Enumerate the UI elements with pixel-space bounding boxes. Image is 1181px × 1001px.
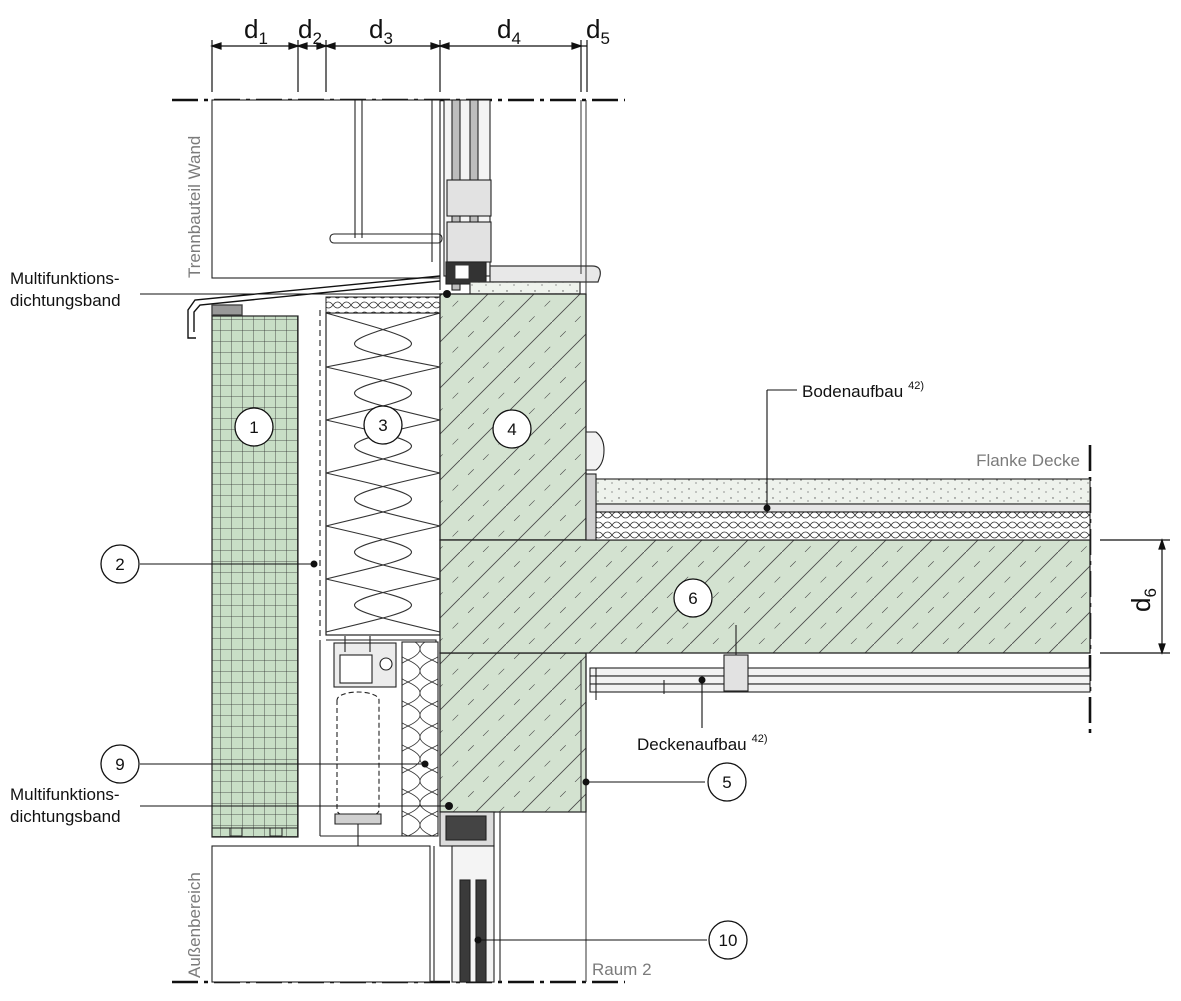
lintel-concrete — [439, 652, 587, 813]
svg-text:3: 3 — [378, 416, 387, 435]
marker-3: 3 — [363, 405, 403, 445]
dim-d6: d6 — [1126, 588, 1160, 612]
floor-buildup — [585, 431, 1091, 541]
tape-label-bottom-2: dichtungsband — [10, 807, 121, 826]
interior-sill — [469, 265, 601, 295]
ceiling-buildup — [589, 625, 1091, 700]
dimension-labels-top: d1 d2 d3 d4 d5 — [244, 14, 610, 48]
lower-window-frame — [439, 811, 501, 983]
dim-d3: d3 — [369, 14, 393, 48]
interior-wall-lines — [496, 100, 587, 982]
leader-dots — [310, 504, 771, 944]
room-label: Raum 2 — [592, 960, 652, 979]
svg-text:4: 4 — [507, 420, 516, 439]
floor-slab — [439, 539, 1091, 654]
svg-text:1: 1 — [249, 418, 258, 437]
tape-label-top-2: dichtungsband — [10, 291, 121, 310]
thermal-insulation — [325, 296, 441, 636]
cladding-base — [212, 827, 298, 837]
marker-6: 6 — [673, 578, 713, 618]
svg-text:2: 2 — [115, 555, 124, 574]
dim-d4: d4 — [497, 14, 521, 48]
exterior-sill — [187, 275, 441, 339]
svg-text:6: 6 — [688, 589, 697, 608]
marker-1: 1 — [234, 407, 274, 447]
shutter-box — [319, 636, 439, 982]
svg-text:9: 9 — [115, 755, 124, 774]
svg-text:10: 10 — [719, 931, 738, 950]
tape-label-bottom-1: Multifunktions- — [10, 785, 120, 804]
upper-window-section — [211, 99, 492, 291]
marker-5: 5 — [707, 762, 747, 802]
marker-10: 10 — [708, 920, 748, 960]
marker-9: 9 — [100, 744, 140, 784]
cladding-panel — [211, 315, 299, 838]
dim-d1: d1 — [244, 14, 268, 48]
marker-4: 4 — [492, 409, 532, 449]
dim-d5: d5 — [586, 14, 610, 48]
svg-text:5: 5 — [722, 773, 731, 792]
outside-label: Außenbereich — [185, 872, 204, 978]
lower-wall — [211, 845, 435, 983]
dim-d2: d2 — [298, 14, 322, 48]
marker-2: 2 — [100, 544, 140, 584]
tape-label-top-1: Multifunktions- — [10, 269, 120, 288]
floor-flank-label: Flanke Decke — [976, 451, 1080, 470]
leader-lines — [140, 293, 797, 941]
dimension-d6 — [1100, 538, 1170, 655]
wall-side-label: Trennbauteil Wand — [185, 136, 204, 278]
dimension-chain-top — [210, 40, 588, 92]
